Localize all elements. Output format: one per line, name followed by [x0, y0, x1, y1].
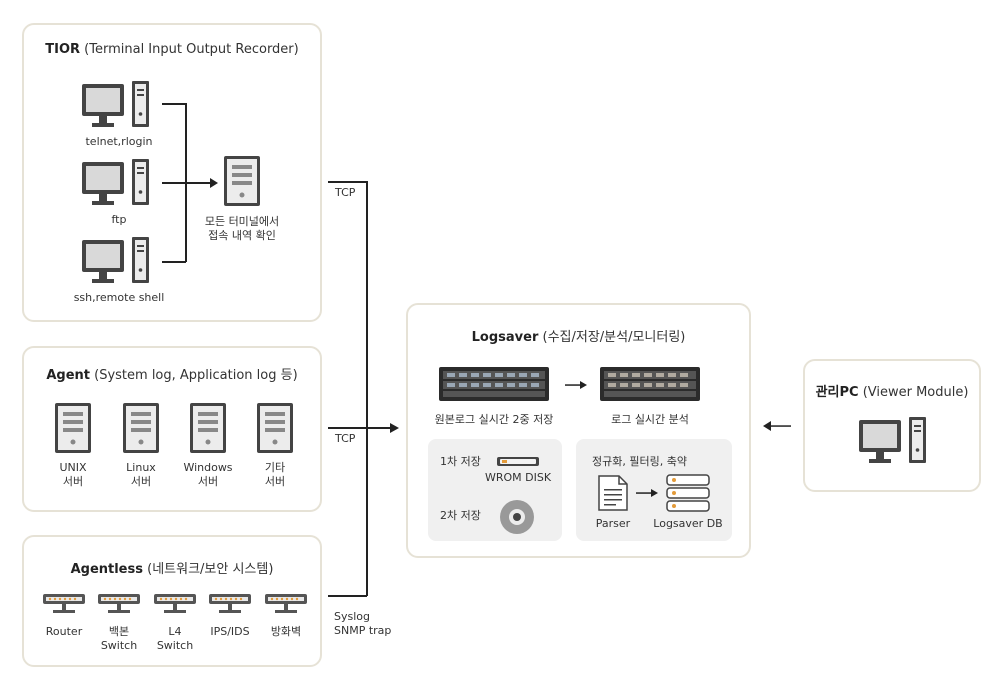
syslog-connector: [328, 595, 367, 597]
ftp-computer-icon: [82, 159, 149, 205]
agentless-title: Agentless (네트워크/보안 시스템): [70, 562, 274, 577]
ssh-computer-icon: [82, 237, 149, 283]
tior-server-caption: 모든 터미널에서 접속 내역 확인: [204, 215, 280, 242]
firewall-icon: [265, 594, 307, 613]
storage-box: 1차 저장 WROM DISK 2차 저장: [428, 439, 562, 541]
ftp-label: ftp: [111, 213, 127, 226]
windows-server-icon: [190, 403, 226, 453]
l4-switch-icon: [154, 594, 196, 613]
tior-connector: [162, 103, 186, 105]
agent-panel: Agent (System log, Application log 등) UN…: [22, 346, 322, 512]
tior-title: TIOR (Terminal Input Output Recorder): [45, 42, 299, 57]
tior-connector: [162, 261, 186, 263]
tcp-label-top: TCP: [335, 186, 356, 199]
ips-ids-icon: [209, 594, 251, 613]
database-icon: [666, 474, 710, 512]
agent-title: Agent (System log, Application log 등): [46, 368, 298, 383]
tior-server-icon: [224, 156, 260, 206]
parser-label: Parser: [595, 517, 631, 530]
wrom-disk-icon: [497, 457, 539, 466]
logsaver-db-label: Logsaver DB: [653, 517, 723, 530]
document-icon: [598, 475, 628, 511]
rack1-caption: 원본로그 실시간 2중 저장: [434, 413, 554, 426]
arrow-right-icon: [636, 489, 658, 497]
telnet-label: telnet,rlogin: [85, 135, 153, 148]
optical-disc-icon: [500, 500, 534, 534]
firewall-label: 방화벽: [270, 625, 302, 638]
rack-server-icon: [600, 367, 700, 401]
analysis-box: 정규화, 필터링, 축약 Parser Logsaver DB: [576, 439, 732, 541]
router-icon: [43, 594, 85, 613]
telnet-computer-icon: [82, 81, 149, 127]
admin-computer-icon: [859, 417, 926, 463]
linux-server-icon: [123, 403, 159, 453]
arrow-right-icon: [210, 178, 218, 188]
arrow-right-icon: [390, 423, 399, 433]
admin-pc-panel: 관리PC (Viewer Module): [803, 359, 981, 492]
admin-pc-title: 관리PC (Viewer Module): [815, 385, 969, 400]
logsaver-title: Logsaver (수집/저장/분석/모니터링): [471, 330, 686, 345]
rack-server-icon: [439, 367, 549, 401]
trunk-connector: [366, 181, 368, 596]
analysis-title: 정규화, 필터링, 축약: [592, 455, 687, 468]
logsaver-panel: Logsaver (수집/저장/분석/모니터링) 원본로그 실시간 2중 저장: [406, 303, 751, 558]
ssh-label: ssh,remote shell: [73, 291, 165, 304]
router-label: Router: [45, 625, 83, 638]
second-storage-label: 2차 저장: [440, 509, 481, 522]
syslog-label: Syslog SNMP trap: [334, 610, 392, 637]
other-server-icon: [257, 403, 293, 453]
tior-panel: TIOR (Terminal Input Output Recorder) te…: [22, 23, 322, 322]
tcp-connector-top: [328, 181, 366, 183]
ips-ids-label: IPS/IDS: [210, 625, 250, 638]
tior-connector: [162, 182, 212, 184]
rack2-caption: 로그 실시간 분석: [611, 413, 689, 426]
tcp-label-mid: TCP: [335, 432, 356, 445]
unix-server-icon: [55, 403, 91, 453]
arrow-right-icon: [565, 381, 587, 389]
first-storage-label: 1차 저장: [440, 455, 481, 468]
arrow-left-icon: [763, 421, 791, 431]
tcp-connector-mid: [328, 427, 392, 429]
wrom-disk-label: WROM DISK: [484, 471, 552, 484]
backbone-switch-icon: [98, 594, 140, 613]
